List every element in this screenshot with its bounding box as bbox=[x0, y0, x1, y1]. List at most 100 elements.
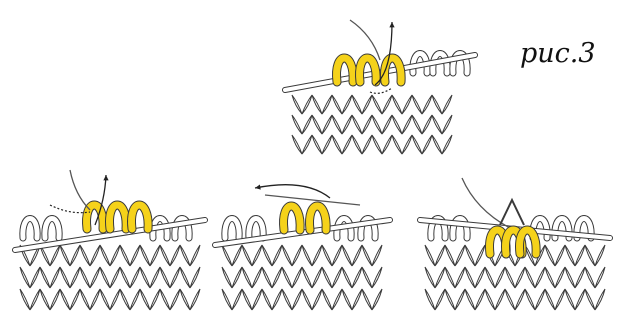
panel-bottom-right-illustration bbox=[420, 178, 610, 310]
stitch-leg bbox=[50, 245, 60, 266]
stitch-leg bbox=[442, 135, 452, 154]
stitch-leg bbox=[422, 115, 432, 134]
stitch-leg bbox=[170, 267, 180, 288]
stitch-leg bbox=[445, 267, 455, 288]
stitch-leg bbox=[402, 95, 412, 114]
stitch-leg bbox=[332, 115, 342, 134]
stitch-leg bbox=[322, 135, 332, 154]
stitch-leg bbox=[402, 135, 412, 154]
stitch-leg bbox=[392, 95, 402, 114]
stitch-leg bbox=[50, 289, 60, 310]
stitch-leg bbox=[322, 267, 332, 288]
stitch-leg bbox=[90, 245, 100, 266]
stitch-leg bbox=[150, 267, 160, 288]
stitch-leg bbox=[222, 267, 232, 288]
stitch-leg bbox=[150, 289, 160, 310]
stitch-leg bbox=[372, 267, 382, 288]
stitch-leg bbox=[312, 289, 322, 310]
stitch-leg bbox=[252, 267, 262, 288]
stitch-leg bbox=[322, 245, 332, 266]
stitch-leg bbox=[292, 95, 302, 114]
stitch-leg bbox=[425, 289, 435, 310]
stitch-leg bbox=[80, 267, 90, 288]
stitch-leg bbox=[475, 289, 485, 310]
stitch-leg bbox=[362, 115, 372, 134]
stitch-leg bbox=[190, 267, 200, 288]
stitch-leg bbox=[342, 245, 352, 266]
stitch-leg bbox=[342, 267, 352, 288]
stitch-leg bbox=[40, 267, 50, 288]
stitch-leg bbox=[292, 289, 302, 310]
stitch-leg bbox=[110, 245, 120, 266]
stitch-leg bbox=[100, 289, 110, 310]
stitch-leg bbox=[60, 245, 70, 266]
stitch-leg bbox=[312, 95, 322, 114]
stitch-leg bbox=[60, 289, 70, 310]
stitch-leg bbox=[412, 135, 422, 154]
panel-bottom-middle-illustration bbox=[215, 184, 390, 309]
stitch-leg bbox=[70, 245, 80, 266]
yellow-loop bbox=[310, 206, 327, 230]
stitch-leg bbox=[332, 289, 342, 310]
stitch-leg bbox=[495, 289, 505, 310]
stitch-leg bbox=[565, 245, 575, 266]
stitch-leg bbox=[455, 267, 465, 288]
stitch-leg bbox=[130, 267, 140, 288]
stitch-leg bbox=[422, 135, 432, 154]
stitch-leg bbox=[180, 289, 190, 310]
stitch-leg bbox=[352, 289, 362, 310]
stitch-leg bbox=[575, 267, 585, 288]
stitch-leg bbox=[505, 289, 515, 310]
arrow-head bbox=[103, 175, 108, 180]
stitch-leg bbox=[252, 245, 262, 266]
stitch-leg bbox=[232, 267, 242, 288]
stitch-leg bbox=[545, 245, 555, 266]
panel-top-illustration bbox=[285, 20, 475, 154]
stitch-leg bbox=[160, 267, 170, 288]
stitch-leg bbox=[382, 135, 392, 154]
stitch-leg bbox=[302, 135, 312, 154]
stitch-leg bbox=[465, 267, 475, 288]
stitch-leg bbox=[90, 267, 100, 288]
stitch-leg bbox=[332, 267, 342, 288]
stitch-leg bbox=[362, 267, 372, 288]
stitch-leg bbox=[332, 95, 342, 114]
stitch-leg bbox=[422, 95, 432, 114]
stitch-leg bbox=[232, 245, 242, 266]
stitch-leg bbox=[222, 289, 232, 310]
stitch-leg bbox=[412, 95, 422, 114]
stitch-leg bbox=[170, 289, 180, 310]
stitch-leg bbox=[80, 289, 90, 310]
stitch-leg bbox=[262, 289, 272, 310]
stitch-leg bbox=[535, 289, 545, 310]
stitch-leg bbox=[322, 289, 332, 310]
stitch-leg bbox=[445, 289, 455, 310]
stitch-leg bbox=[432, 135, 442, 154]
stitch-leg bbox=[242, 245, 252, 266]
stitch-leg bbox=[70, 289, 80, 310]
stitch-leg bbox=[495, 267, 505, 288]
stitch-leg bbox=[475, 245, 485, 266]
stitch-leg bbox=[80, 245, 90, 266]
stitch-leg bbox=[40, 289, 50, 310]
stitch-leg bbox=[372, 135, 382, 154]
stitch-leg bbox=[402, 115, 412, 134]
dotted-path bbox=[370, 88, 392, 93]
stitch-leg bbox=[160, 289, 170, 310]
stitch-leg bbox=[595, 267, 605, 288]
stitch-leg bbox=[140, 289, 150, 310]
stitch-leg bbox=[130, 245, 140, 266]
stitch-leg bbox=[140, 267, 150, 288]
yellow-loop bbox=[360, 58, 377, 82]
stitch-leg bbox=[425, 267, 435, 288]
stitch-leg bbox=[282, 245, 292, 266]
stitch-leg bbox=[100, 245, 110, 266]
stitch-leg bbox=[432, 95, 442, 114]
stitch-leg bbox=[272, 245, 282, 266]
stitch-leg bbox=[332, 245, 342, 266]
stitch-leg bbox=[322, 95, 332, 114]
stitch-leg bbox=[292, 135, 302, 154]
stitch-leg bbox=[485, 289, 495, 310]
motion-arrow bbox=[255, 185, 330, 198]
stitch-leg bbox=[242, 289, 252, 310]
